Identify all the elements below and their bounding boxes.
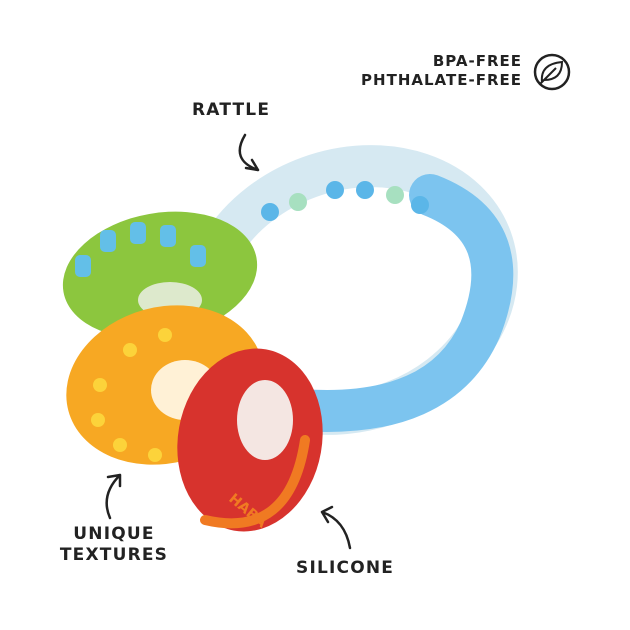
silicone-arrow — [320, 505, 352, 550]
silicone-label: SILICONE — [296, 558, 395, 578]
leaf-icon — [533, 53, 571, 91]
rattle-label: RATTLE — [192, 100, 271, 120]
red-disc: HABA — [177, 348, 323, 531]
textures-arrow — [105, 473, 122, 520]
badge-line-2: PHTHALATE-FREE — [361, 71, 522, 89]
textures-label-line-1: UNIQUE — [73, 524, 155, 544]
rattle-arrow — [238, 133, 260, 172]
badge-line-1: BPA-FREE — [432, 52, 522, 70]
green-disc — [62, 211, 258, 339]
safety-badge: BPA-FREE PHTHALATE-FREE — [361, 52, 522, 90]
rattle-beads — [261, 181, 429, 221]
textures-label-line-2: TEXTURES — [59, 545, 169, 565]
textures-label: UNIQUE TEXTURES — [58, 524, 170, 566]
